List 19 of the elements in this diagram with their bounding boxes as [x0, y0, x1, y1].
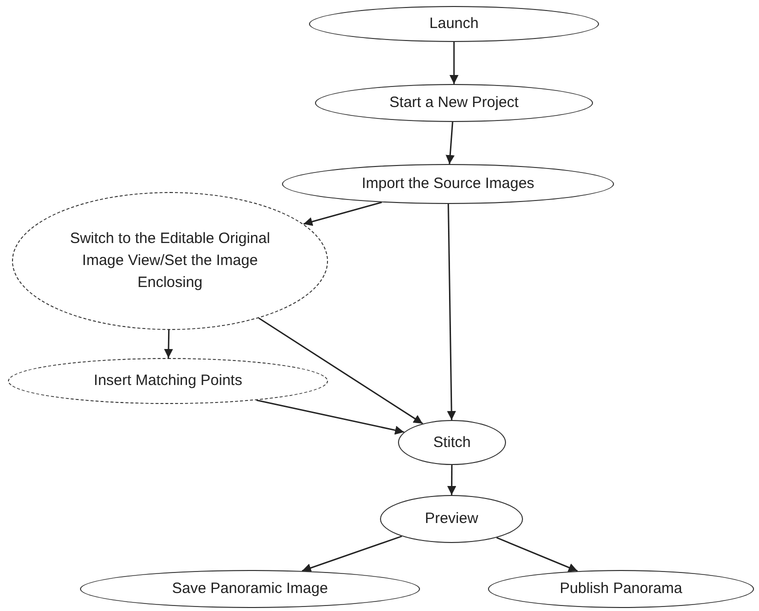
- arrow: [447, 204, 456, 420]
- node-label: Start a New Project: [389, 93, 519, 114]
- arrow: [450, 42, 458, 84]
- process-ellipse: [398, 420, 506, 465]
- arrow: [446, 122, 455, 164]
- arrow: [164, 330, 174, 358]
- arrow: [302, 536, 402, 572]
- arrow: [496, 536, 578, 572]
- node-label: Insert Matching Points: [94, 371, 242, 392]
- node-label: Import the Source Images: [362, 174, 534, 194]
- arrow: [256, 399, 404, 435]
- arrow: [258, 318, 424, 424]
- node-label: Preview: [424, 509, 478, 530]
- node-label: Switch to the Editable Original Image View/Set the Image Enclosing: [68, 229, 272, 293]
- node-label: Save Panoramic Image: [172, 579, 328, 600]
- node-label: Publish Panorama: [560, 579, 682, 600]
- node-label: Launch: [429, 14, 479, 34]
- node-label: Stitch: [433, 432, 471, 453]
- arrow: [447, 465, 456, 495]
